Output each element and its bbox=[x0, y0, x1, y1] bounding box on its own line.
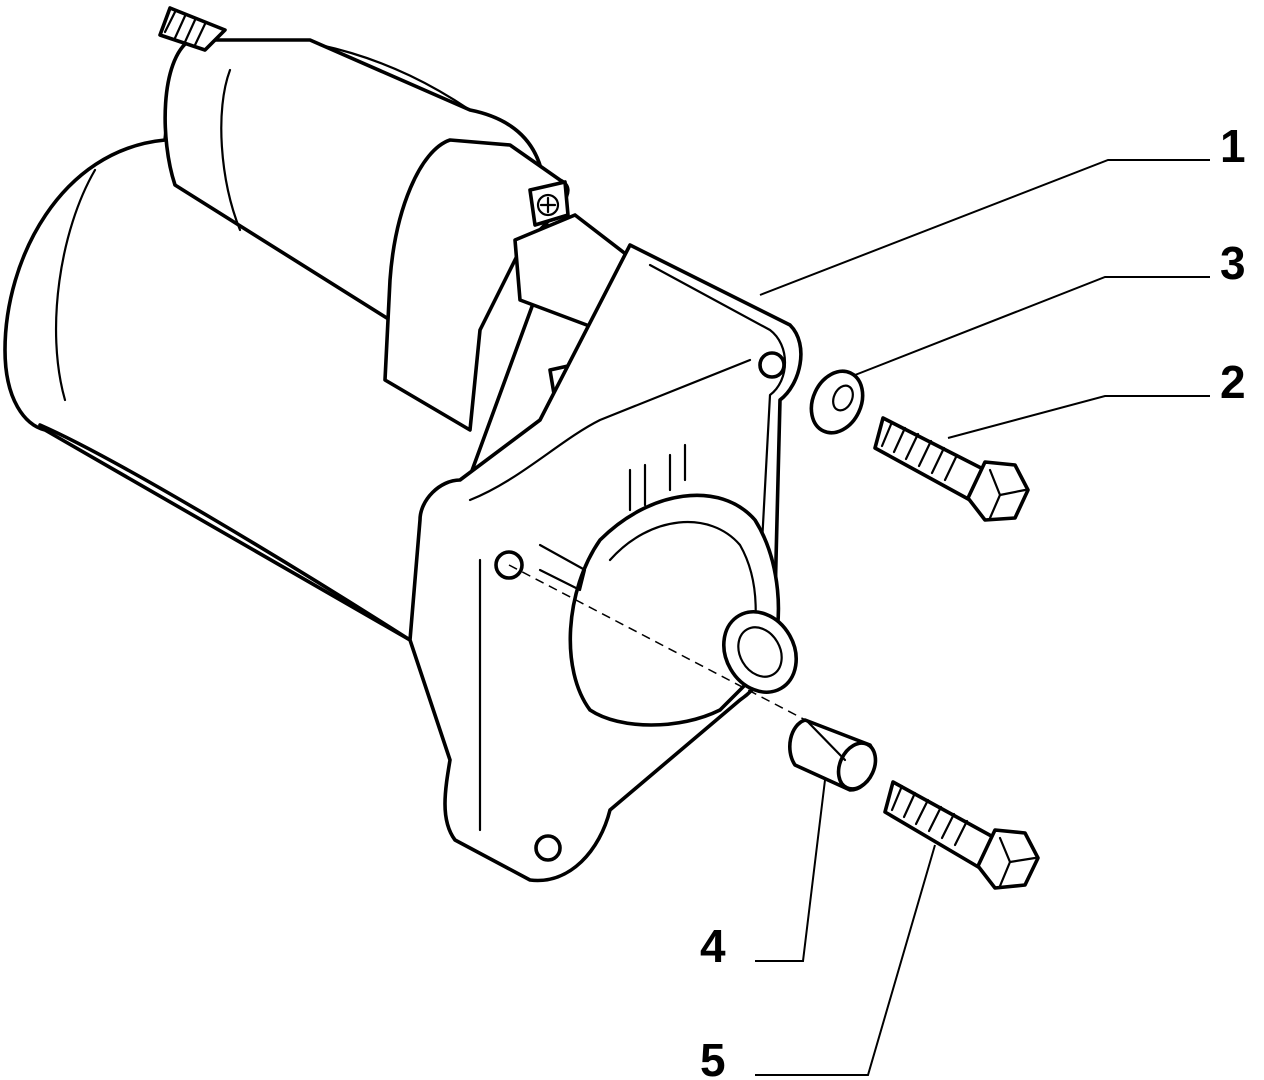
callout-4: 4 bbox=[700, 920, 726, 972]
hex-bolt-icon bbox=[873, 416, 1030, 522]
leader-line-5 bbox=[755, 844, 936, 1076]
hex-bolt-icon-lower bbox=[883, 780, 1040, 890]
callout-5: 5 bbox=[700, 1034, 726, 1080]
leader-line-1 bbox=[759, 159, 1210, 296]
callout-2: 2 bbox=[1220, 356, 1246, 408]
callout-1: 1 bbox=[1220, 120, 1246, 172]
leader-line-2 bbox=[947, 395, 1210, 439]
bush-icon bbox=[788, 718, 878, 792]
leader-line-4 bbox=[755, 779, 826, 962]
starter-motor-icon bbox=[3, 6, 816, 883]
washer-icon bbox=[809, 369, 865, 435]
leader-line-3 bbox=[854, 276, 1210, 376]
callout-3: 3 bbox=[1220, 237, 1246, 289]
